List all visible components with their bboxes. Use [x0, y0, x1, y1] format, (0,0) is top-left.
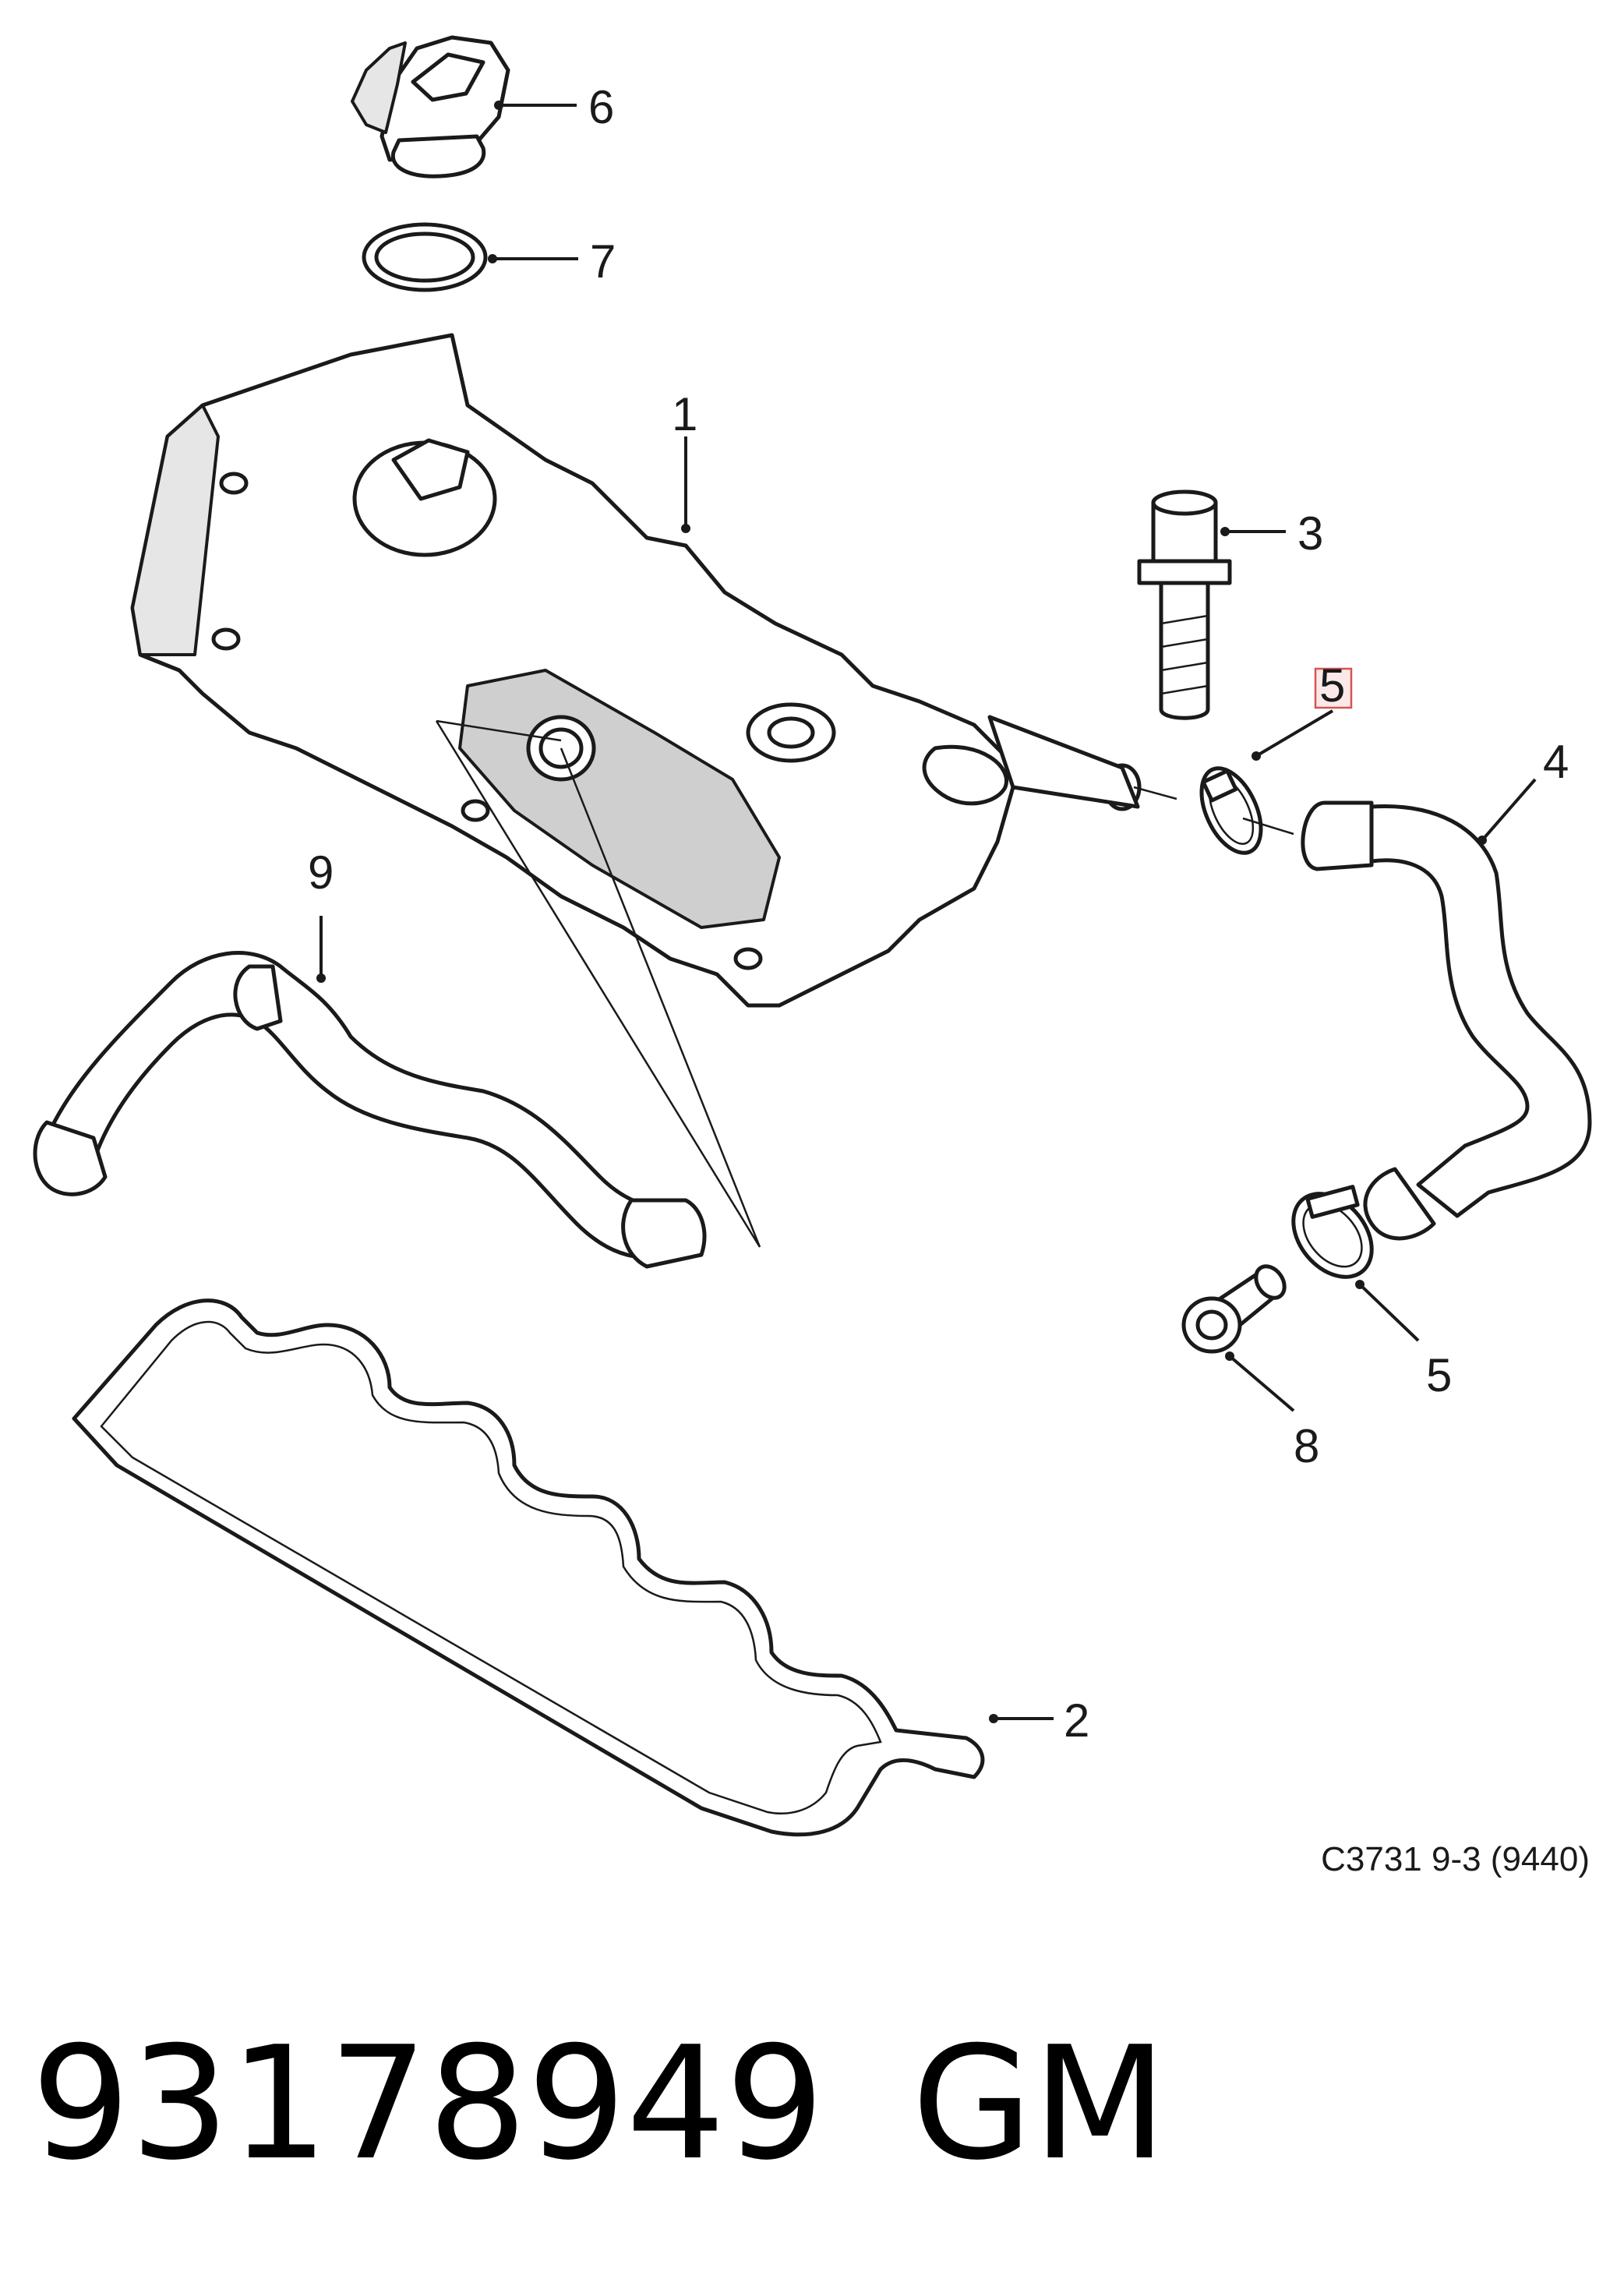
- part-number: 93178949: [31, 2013, 824, 2195]
- callout-6: 8: [1294, 1420, 1319, 1472]
- valve-cover-gasket: [72, 1298, 985, 1837]
- valve-cover: [130, 333, 1142, 1008]
- leader-lines: [316, 101, 1537, 1723]
- brand-name: GM: [912, 2013, 1167, 2195]
- hose-clamp-lower: [1291, 1185, 1374, 1279]
- callout-2: 2: [1064, 1694, 1089, 1747]
- callout-4: 4: [1543, 736, 1569, 788]
- oil-filler-cap: [351, 35, 510, 178]
- hose-clamp-upper: [1199, 766, 1263, 855]
- highlight-box: [1314, 667, 1353, 709]
- callout-8: 7: [590, 235, 616, 288]
- breather-hose: [1301, 800, 1592, 1241]
- diagram-reference: C3731 9-3 (9440): [1321, 1840, 1590, 1878]
- callout-labels: 6 7 1 3 5 4 9 5 8 2: [308, 81, 1569, 1747]
- callout-3: 3: [1297, 507, 1323, 560]
- nipple-connector: [1181, 1264, 1287, 1354]
- callout-5: 5: [1426, 1349, 1452, 1401]
- callout-7: 6: [588, 81, 614, 133]
- seal-ring: [362, 222, 488, 292]
- callout-9: 9: [308, 846, 334, 899]
- callout-5-highlighted: 5: [1319, 659, 1345, 712]
- bolt: [1137, 489, 1232, 720]
- callout-1: 1: [672, 388, 697, 440]
- vent-hose: [33, 951, 707, 1269]
